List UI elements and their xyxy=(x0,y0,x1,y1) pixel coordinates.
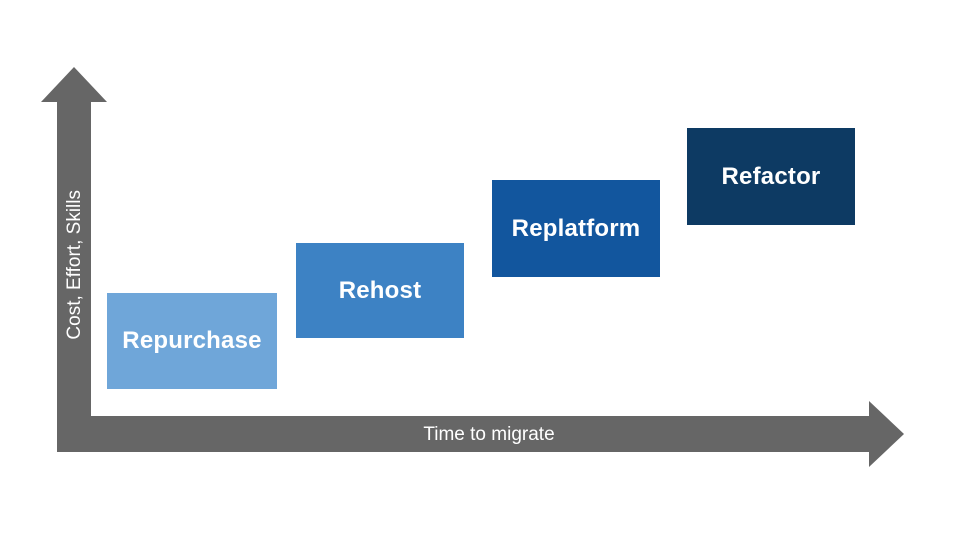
box-repurchase-label: Repurchase xyxy=(122,327,262,354)
arrow-up-icon xyxy=(41,67,107,102)
y-axis-label-container: Cost, Effort, Skills xyxy=(57,102,91,452)
arrow-right-icon xyxy=(869,401,904,467)
x-axis-label: Time to migrate xyxy=(423,423,555,445)
box-refactor-label: Refactor xyxy=(721,162,821,190)
box-repurchase: Repurchase xyxy=(107,293,277,389)
y-axis-label: Cost, Effort, Skills xyxy=(63,190,85,340)
box-replatform-label: Replatform xyxy=(511,214,641,242)
x-axis-shaft xyxy=(57,416,869,452)
box-rehost-label: Rehost xyxy=(338,276,422,304)
y-axis-shaft xyxy=(57,100,91,452)
box-refactor: Refactor xyxy=(687,128,855,225)
x-axis-label-container: Time to migrate xyxy=(57,416,869,452)
box-replatform: Replatform xyxy=(492,180,660,277)
box-rehost: Rehost xyxy=(296,243,464,338)
